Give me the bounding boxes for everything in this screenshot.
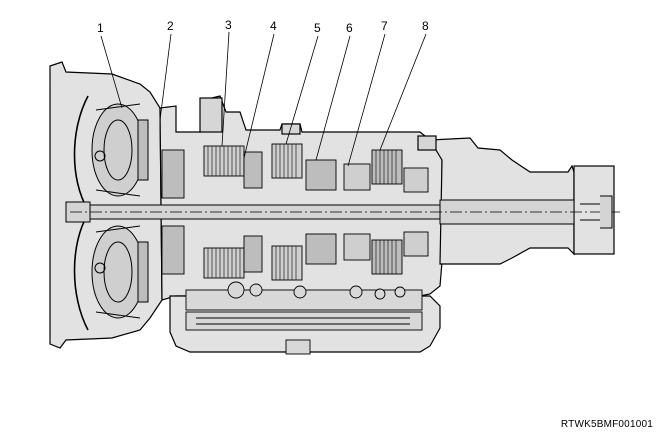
- leader-3: [221, 31, 230, 147]
- top-boss-2: [281, 123, 301, 135]
- leader-8: [379, 33, 427, 151]
- callout-8: 8: [422, 19, 429, 33]
- torque-converter: [73, 95, 149, 331]
- callout-4: 4: [270, 19, 277, 33]
- callout-7: 7: [381, 19, 388, 33]
- callout-3: 3: [225, 18, 232, 32]
- clutch-disc-hatching: [207, 144, 397, 280]
- leader-7: [347, 33, 386, 167]
- callout-5: 5: [314, 21, 321, 35]
- leader-6: [315, 35, 351, 161]
- valve-body: [185, 281, 423, 355]
- top-boss-3: [417, 135, 437, 151]
- callout-labels: 1 2 3 4 5 6 7 8: [97, 18, 429, 35]
- leader-1: [100, 35, 123, 109]
- top-boss-1: [199, 97, 223, 133]
- figure-id-label: RTWK5BMF001001: [560, 419, 653, 430]
- callout-leaders: [100, 31, 427, 167]
- callout-1: 1: [97, 21, 104, 35]
- leader-4: [243, 33, 275, 159]
- leader-5: [285, 35, 319, 145]
- callout-2: 2: [167, 19, 174, 33]
- callout-6: 6: [346, 21, 353, 35]
- leader-2: [159, 33, 172, 121]
- gear-train: [161, 143, 429, 281]
- main-shaft: [65, 195, 620, 229]
